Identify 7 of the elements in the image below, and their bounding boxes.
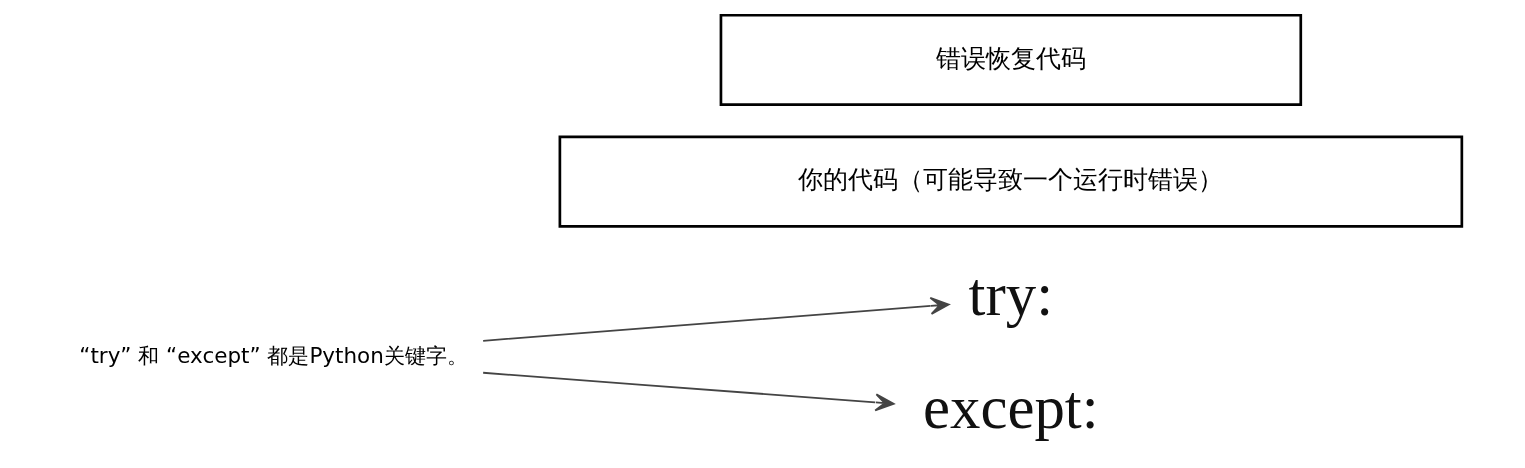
arrow bbox=[481, 296, 950, 342]
node-text: “try” 和 “except” 都是Python关键字。 bbox=[78, 342, 468, 368]
node-text: except: bbox=[922, 374, 1099, 442]
node-text: try: bbox=[968, 261, 1053, 329]
node-box: 你的代码（可能导致一个运行时错误） bbox=[558, 135, 1463, 228]
arrow bbox=[481, 371, 895, 412]
node-box: 错误恢复代码 bbox=[719, 13, 1302, 107]
